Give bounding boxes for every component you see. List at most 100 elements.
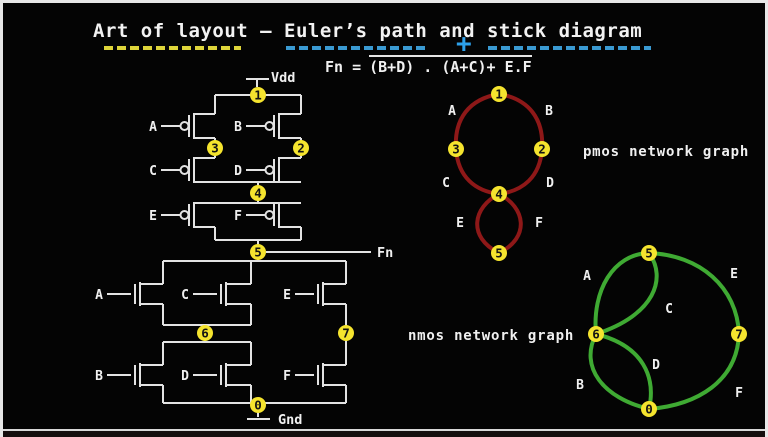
nmos-gate-label-d: D	[181, 369, 189, 384]
node-numbers: 1 3 2 4 5 6 7 0 1 3 2 4 5 5 6 7 0	[201, 87, 743, 417]
pmos-graph-label-d: D	[546, 176, 554, 191]
pmos-graph-node-4-number: 4	[495, 187, 503, 202]
pmos-bubble-icon	[179, 165, 190, 175]
pmos-graph-node-1	[491, 86, 507, 102]
pmos-graph-label-a: A	[448, 104, 456, 119]
pmos-edge-a	[453, 92, 501, 151]
nmos-graph-label-a: A	[583, 269, 591, 284]
pmos-bubble-icon	[179, 210, 190, 220]
pmos-edge-e	[475, 192, 501, 255]
pmos-bubble-icon	[179, 121, 190, 131]
nmos-graph-edges	[588, 251, 741, 411]
slide-bottom-border	[3, 429, 765, 431]
nmos-network-wires	[107, 260, 347, 404]
schematic-node-2-number: 2	[297, 141, 305, 156]
pmos-graph-label-e: E	[456, 216, 464, 231]
pmos-gate-label-f: F	[234, 209, 242, 224]
formula-rhs-overlined: (B+D) . (A+C)+ E.F	[369, 55, 532, 76]
pmos-graph-node-5-number: 5	[495, 246, 503, 261]
pmos-bubble-icon	[264, 165, 275, 175]
schematic-node-2	[293, 140, 309, 156]
nmos-gate-label-c: C	[181, 288, 189, 303]
schematic-node-0	[250, 397, 266, 413]
nmos-graph-node-6	[588, 326, 604, 342]
pmos-edge-c	[454, 147, 501, 196]
vdd-label: Vdd	[271, 70, 295, 86]
schematic-node-7-number: 7	[342, 326, 350, 341]
nmos-graph-node-0	[641, 401, 657, 417]
pmos-gate-label-e: E	[149, 209, 157, 224]
nmos-graph-edge-labels: A C E B D F	[576, 267, 743, 401]
formula-lhs: Fn =	[325, 58, 362, 76]
pmos-graph-node-2-number: 2	[538, 142, 546, 157]
schematic-node-5	[250, 244, 266, 260]
node-circles	[197, 86, 747, 417]
schematic-node-6-number: 6	[201, 326, 209, 341]
gnd-label: Gnd	[278, 412, 302, 428]
nmos-graph-node-5	[641, 245, 657, 261]
pmos-gate-label-b: B	[234, 120, 242, 135]
pmos-edge-f	[497, 192, 523, 255]
page-title: Art of layout – Euler’s path and stick d…	[93, 20, 643, 42]
nmos-graph-node-7	[731, 326, 747, 342]
slide-bottom-strip	[3, 431, 765, 437]
nmos-graph-label-e: E	[730, 267, 738, 282]
pmos-gate-label-c: C	[149, 164, 157, 179]
nmos-graph-caption: nmos network graph	[408, 328, 574, 344]
nmos-graph-node-7-number: 7	[735, 327, 743, 342]
pmos-graph-label-b: B	[545, 104, 553, 119]
pmos-graph-edge-labels: A B C D E F	[442, 104, 554, 231]
diagram-canvas: Vdd Fn Gnd A B C D E F A C E B D F A	[95, 70, 749, 428]
pmos-graph-node-3-number: 3	[452, 142, 460, 157]
pmos-network-wires	[161, 94, 302, 261]
pmos-edge-d	[497, 147, 544, 196]
schematic-node-3-number: 3	[211, 141, 219, 156]
nmos-gate-label-a: A	[95, 288, 103, 303]
pmos-bubble-icon	[264, 121, 275, 131]
nmos-edge-a	[593, 251, 651, 336]
title-underline-yellow	[104, 46, 241, 50]
pmos-graph-node-1-number: 1	[495, 87, 503, 102]
nmos-graph-label-b: B	[576, 378, 584, 393]
pmos-gate-label-a: A	[149, 120, 157, 135]
schematic-node-4	[250, 185, 266, 201]
schematic-node-6	[197, 325, 213, 341]
pmos-graph-label-f: F	[535, 216, 543, 231]
schematic-node-1-number: 1	[254, 88, 262, 103]
boolean-formula: Fn = (B+D) . (A+C)+ E.F	[325, 55, 532, 76]
nmos-gate-label-e: E	[283, 288, 291, 303]
pmos-gate-label-d: D	[234, 164, 242, 179]
nmos-graph-label-f: F	[735, 386, 743, 401]
pmos-graph-caption: pmos network graph	[583, 144, 749, 160]
schematic-node-3	[207, 140, 223, 156]
nmos-gate-label-f: F	[283, 369, 291, 384]
schematic-node-5-number: 5	[254, 245, 262, 260]
nmos-edge-d	[594, 332, 653, 411]
title-underline-blue-left	[286, 46, 428, 50]
nmos-graph-label-c: C	[665, 302, 673, 317]
nmos-edge-c	[594, 251, 659, 336]
fn-label: Fn	[377, 245, 393, 261]
nmos-graph-node-0-number: 0	[645, 402, 653, 417]
pmos-edge-b	[497, 92, 545, 151]
nmos-graph-node-6-number: 6	[592, 327, 600, 342]
pmos-graph-node-2	[534, 141, 550, 157]
nmos-edge-e	[647, 251, 741, 336]
schematic-node-4-number: 4	[254, 186, 262, 201]
schematic-labels: Vdd Fn Gnd A B C D E F A C E B D F	[95, 70, 393, 428]
pmos-graph-edges	[453, 92, 545, 255]
nmos-gate-label-b: B	[95, 369, 103, 384]
pmos-graph-label-c: C	[442, 176, 450, 191]
schematic-node-7	[338, 325, 354, 341]
pmos-bubble-icon	[264, 210, 275, 220]
plus-sign: +	[456, 29, 472, 59]
pmos-graph-node-3	[448, 141, 464, 157]
pmos-graph-node-4	[491, 186, 507, 202]
schematic-node-0-number: 0	[254, 398, 262, 413]
schematic-node-1	[250, 87, 266, 103]
pmos-graph-node-5	[491, 245, 507, 261]
nmos-graph-label-d: D	[652, 358, 660, 373]
nmos-edge-b	[588, 332, 651, 411]
title-underline-blue-right	[488, 46, 651, 50]
